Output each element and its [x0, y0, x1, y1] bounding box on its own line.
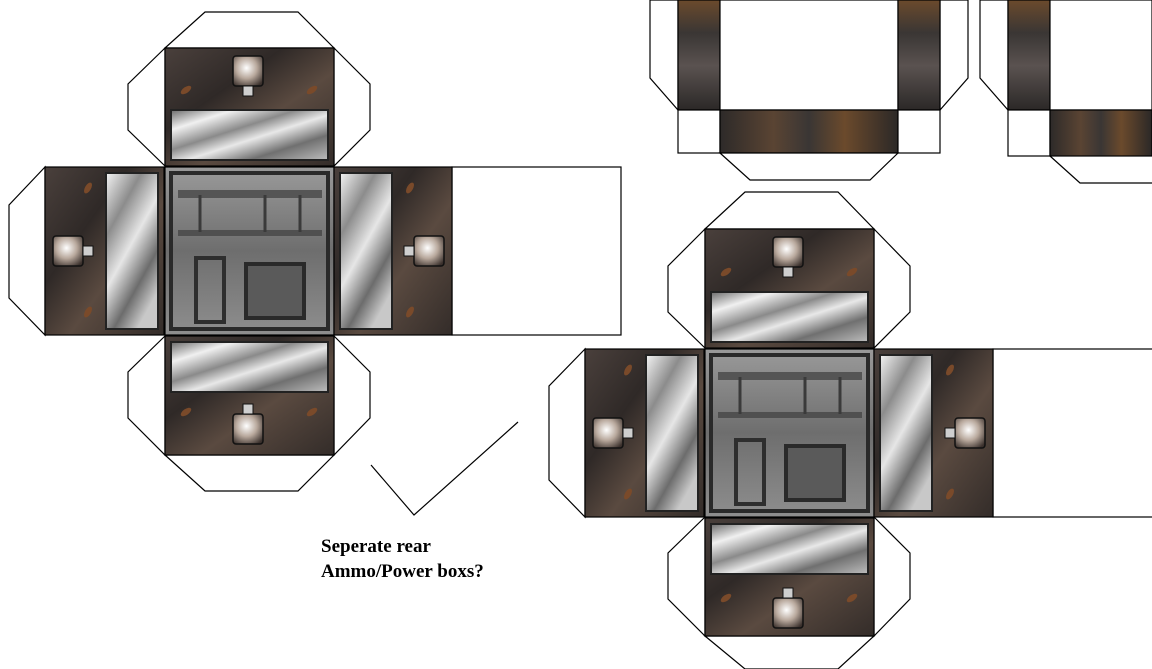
side-panel-right: [333, 166, 453, 336]
side-panel-right: [873, 348, 994, 518]
checkmark-icon: [370, 421, 519, 516]
rear-blank-panel: [451, 166, 622, 336]
side-panel-top: [704, 228, 875, 349]
glue-tab-bottom-left: [667, 515, 706, 638]
glue-tab-top: [163, 11, 336, 49]
box-net-left: [8, 11, 622, 492]
glue-tab-top-left: [127, 46, 166, 168]
glue-tab-bottom: [163, 454, 336, 492]
glue-tab-top-right: [333, 46, 371, 168]
rear-box-net-b: [979, 0, 1152, 184]
caption-line-1: Seperate rear: [321, 536, 431, 557]
glue-tab-left: [548, 347, 586, 519]
box-net-right: [548, 191, 1152, 669]
glue-tab-left: [8, 165, 46, 337]
front-face-panel: [704, 348, 875, 518]
side-panel-left: [584, 348, 705, 518]
glue-tab-bottom: [703, 635, 876, 669]
question-caption: Seperate rear Ammo/Power boxs?: [321, 534, 641, 584]
glue-tab-top: [703, 191, 876, 230]
bolt-icon: [772, 236, 804, 268]
glue-tab-top-right: [873, 227, 911, 350]
bolt-icon: [592, 417, 624, 449]
side-panel-top: [164, 47, 335, 167]
glue-tab-bottom-left: [127, 334, 166, 457]
rear-box-net-a: [649, 0, 969, 181]
bolt-icon: [52, 235, 84, 267]
rear-blank-panel: [992, 348, 1152, 518]
caption-line-2: Ammo/Power boxs?: [321, 561, 484, 582]
front-face-panel: [164, 166, 335, 336]
glue-tab-top-left: [667, 227, 706, 350]
bolt-icon: [232, 413, 264, 445]
bolt-icon: [772, 597, 804, 629]
glue-tab-bottom-right: [333, 334, 371, 457]
bolt-icon: [232, 55, 264, 87]
bolt-icon: [954, 417, 986, 449]
glue-tab-bottom-right: [873, 515, 911, 638]
side-panel-bottom: [164, 335, 335, 456]
bolt-icon: [413, 235, 445, 267]
side-panel-left: [44, 166, 165, 336]
side-panel-bottom: [704, 517, 875, 637]
